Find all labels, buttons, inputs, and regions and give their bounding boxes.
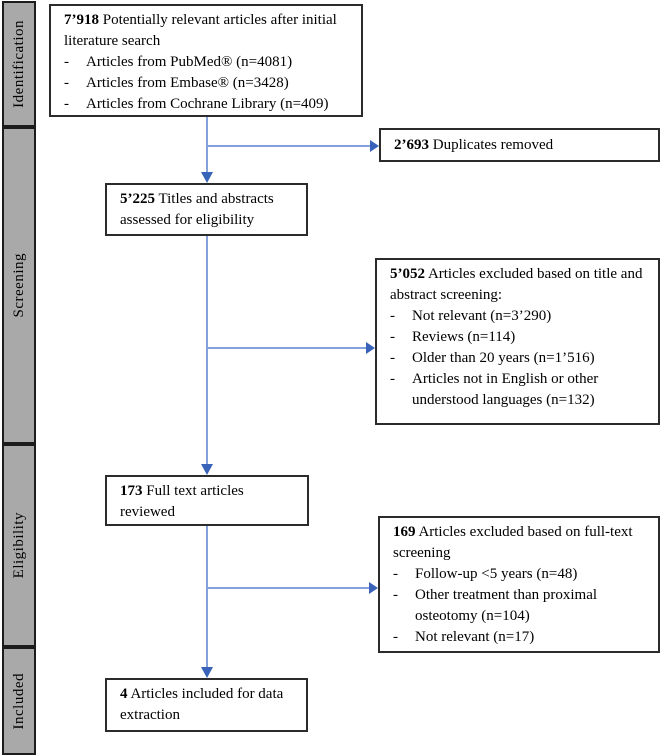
stage-screening: Screening — [2, 127, 36, 444]
box-duplicates-text: 2’693 Duplicates removed — [394, 136, 554, 153]
excluded-screening-item: -Older than 20 years (n=1’516) — [390, 350, 595, 366]
stage-included-label: Included — [10, 672, 27, 730]
box-included-text: 4 Articles included for data extraction — [120, 686, 284, 723]
identified-item: -Articles from Embase® (n=3428) — [64, 75, 289, 91]
box-identified-text: 7’918 Potentially relevant articles afte… — [64, 12, 337, 49]
arrowhead-down-3 — [201, 667, 213, 678]
stage-eligibility-label: Eligibility — [10, 512, 27, 579]
box-screened: 5’225 Titles and abstracts assessed for … — [105, 183, 308, 236]
excluded-fulltext-count: 169 — [393, 524, 416, 540]
box-excluded-fulltext: 169 Articles excluded based on full-text… — [378, 516, 660, 653]
stage-identification: Identification — [2, 1, 36, 127]
identified-count: 7’918 — [64, 12, 99, 28]
stage-screening-label: Screening — [10, 253, 27, 318]
box-fulltext-text: 173 Full text articles reviewed — [120, 483, 244, 520]
box-screened-text: 5’225 Titles and abstracts assessed for … — [120, 191, 274, 228]
duplicates-count: 2’693 — [394, 136, 429, 153]
arrowhead-right-2 — [366, 342, 375, 354]
included-count: 4 — [120, 686, 128, 702]
screened-count: 5’225 — [120, 191, 155, 207]
box-excluded-fulltext-text: 169 Articles excluded based on full-text… — [393, 524, 633, 561]
box-excluded-screening: 5’052 Articles excluded based on title a… — [375, 258, 660, 425]
excluded-fulltext-item: -Follow-up <5 years (n=48) — [393, 566, 578, 582]
box-fulltext: 173 Full text articles reviewed — [105, 475, 309, 526]
arrowhead-down-2 — [201, 464, 213, 475]
arrowhead-down-1 — [201, 172, 213, 183]
fulltext-count: 173 — [120, 483, 143, 499]
excluded-fulltext-item: -Other treatment than proximal osteotomy… — [393, 587, 598, 624]
box-included: 4 Articles included for data extraction — [105, 678, 308, 732]
arrowhead-right-3 — [369, 582, 378, 594]
excluded-screening-item: -Not relevant (n=3’290) — [390, 308, 552, 324]
excluded-screening-item: -Reviews (n=114) — [390, 329, 516, 345]
excluded-screening-item: -Articles not in English or other unders… — [390, 371, 599, 408]
box-excluded-screening-text: 5’052 Articles excluded based on title a… — [390, 266, 643, 303]
stage-included: Included — [2, 647, 36, 755]
arrowhead-right-1 — [370, 140, 379, 152]
excluded-fulltext-item: -Not relevant (n=17) — [393, 629, 535, 645]
excluded-screening-count: 5’052 — [390, 266, 425, 282]
box-duplicates: 2’693 Duplicates removed — [379, 128, 660, 162]
stage-identification-label: Identification — [10, 20, 27, 108]
box-identified: 7’918 Potentially relevant articles afte… — [49, 4, 363, 117]
stage-eligibility: Eligibility — [2, 444, 36, 647]
identified-item: -Articles from Cochrane Library (n=409) — [64, 96, 329, 112]
identified-item: -Articles from PubMed® (n=4081) — [64, 54, 293, 70]
